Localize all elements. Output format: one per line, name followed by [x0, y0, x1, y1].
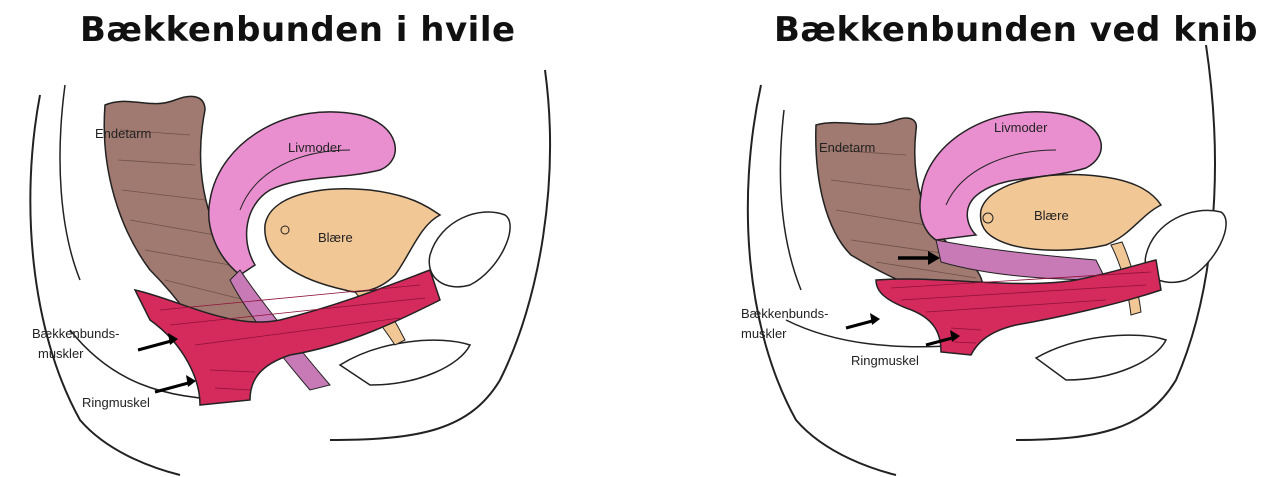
- label-bladder: Blære: [318, 230, 353, 245]
- skin-fold: [340, 340, 470, 385]
- panel-at-rest: Bækkenbunden i hvile Endetarm Livmoder B…: [0, 0, 636, 477]
- label-rectum: Endetarm: [819, 140, 875, 155]
- label-pelvic-muscles-line1: Bækkenbunds-: [741, 306, 828, 321]
- label-pelvic-muscles-line2: muskler: [741, 326, 787, 341]
- arrowhead: [870, 313, 880, 325]
- panel-contracted: Bækkenbunden ved knib Endetarm Livmoder …: [636, 0, 1272, 477]
- label-pelvic-muscles-line1: Bækkenbunds-: [32, 326, 119, 341]
- label-uterus: Livmoder: [994, 120, 1048, 135]
- anatomy-illustration: Endetarm Livmoder Blære Bækkenbunds- mus…: [636, 0, 1272, 477]
- bladder-shape: [980, 175, 1161, 251]
- label-sphincter: Ringmuskel: [851, 353, 919, 368]
- anatomy-illustration: Endetarm Livmoder Blære Bækkenbunds- mus…: [0, 0, 636, 477]
- label-pelvic-muscles-line2: muskler: [38, 346, 84, 361]
- arrow-sphincter: [155, 382, 192, 392]
- label-uterus: Livmoder: [288, 140, 342, 155]
- label-bladder: Blære: [1034, 208, 1069, 223]
- sacrum-outline: [780, 110, 801, 290]
- skin-fold: [1036, 335, 1166, 380]
- sacrum-outline: [60, 85, 80, 280]
- label-sphincter: Ringmuskel: [82, 395, 150, 410]
- pubic-bone: [429, 212, 510, 287]
- label-rectum: Endetarm: [95, 126, 151, 141]
